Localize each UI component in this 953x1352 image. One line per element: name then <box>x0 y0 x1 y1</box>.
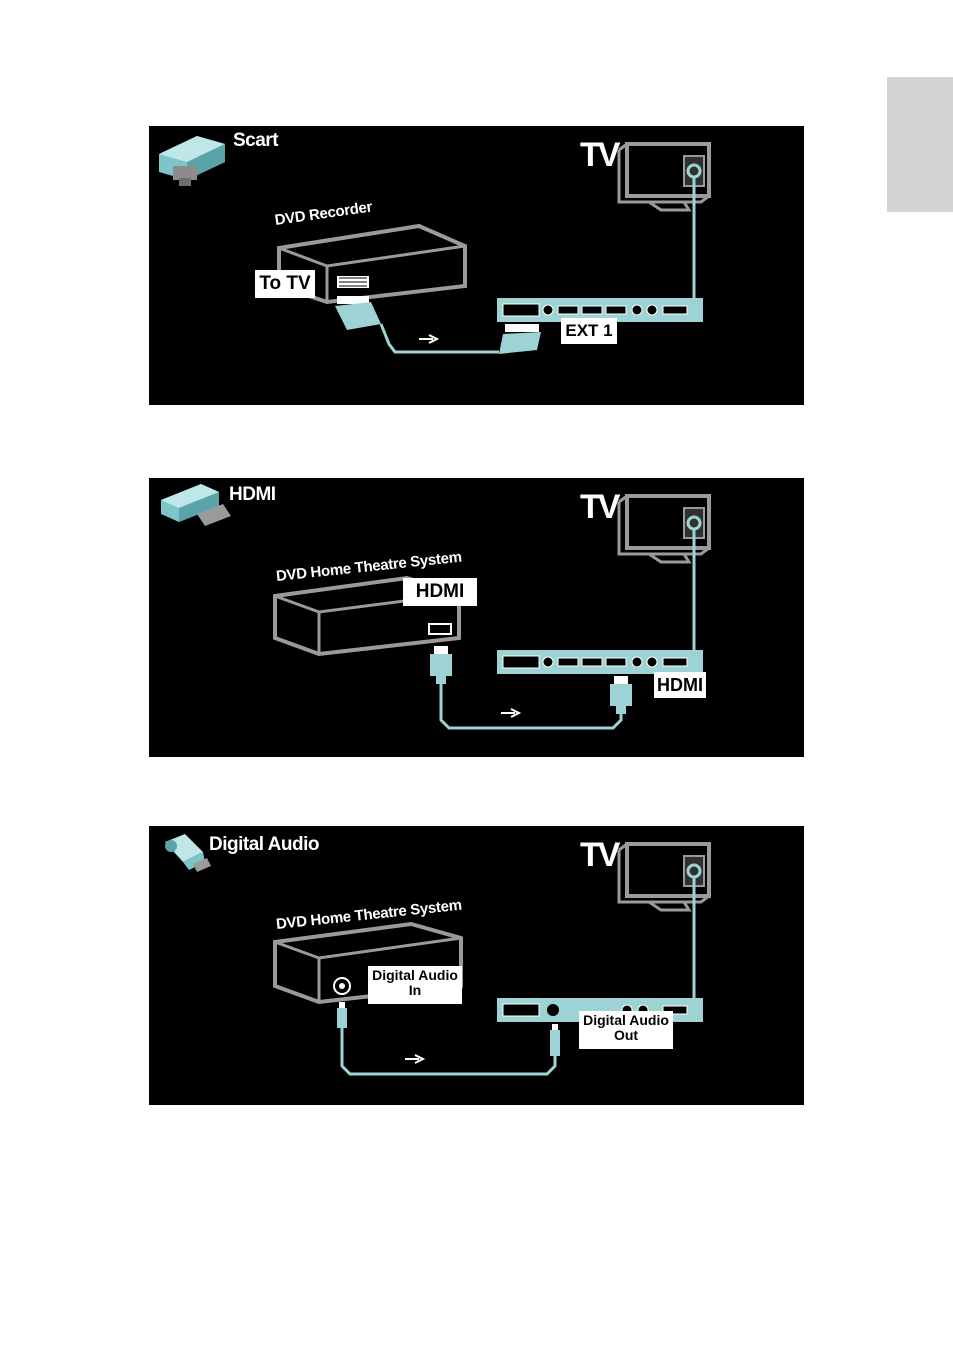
panel-title: Scart <box>233 130 278 152</box>
device-callout-line1: Digital Audio <box>368 968 462 983</box>
side-tab <box>887 77 953 212</box>
tv-label: TV <box>580 488 617 527</box>
tv-callout-line2: Out <box>579 1028 673 1043</box>
digital-audio-panel: Digital Audio TV DVD Home Theatre System… <box>149 826 804 1105</box>
panel-title: Digital Audio <box>209 834 319 856</box>
tv-connector-panel <box>497 650 703 674</box>
signal-direction-arrow <box>501 709 519 717</box>
scart-plug-device <box>335 296 499 352</box>
tv-label: TV <box>580 136 617 175</box>
panel-title: HDMI <box>229 484 276 506</box>
scart-connector-icon <box>159 136 225 186</box>
hdmi-diagram <box>149 478 804 757</box>
signal-direction-arrow <box>419 335 437 343</box>
device-callout: HDMI <box>403 578 477 606</box>
tv-callout-line1: Digital Audio <box>579 1013 673 1028</box>
device-callout: Digital Audio In <box>368 966 462 1004</box>
device-callout-line2: In <box>368 983 462 998</box>
hdmi-panel: HDMI TV DVD Home Theatre System HDMI HDM… <box>149 478 804 757</box>
hdmi-connector-icon <box>161 484 231 526</box>
optical-plug-tv <box>550 1024 560 1056</box>
scart-panel: Scart TV DVD Recorder To TV EXT 1 <box>149 126 804 405</box>
tv-callout: HDMI <box>654 672 706 698</box>
optical-connector-icon <box>165 834 211 872</box>
scart-plug-tv <box>499 324 541 354</box>
tv-callout: EXT 1 <box>561 318 617 344</box>
tv-callout: Digital Audio Out <box>579 1011 673 1049</box>
optical-plug-device <box>337 1002 347 1028</box>
hdmi-plug-tv <box>610 676 632 714</box>
tv-label: TV <box>580 836 617 875</box>
hdmi-plug-device <box>430 646 452 684</box>
device-callout: To TV <box>255 270 315 298</box>
signal-direction-arrow <box>405 1055 423 1063</box>
scart-diagram <box>149 126 804 405</box>
digital-audio-diagram <box>149 826 804 1105</box>
